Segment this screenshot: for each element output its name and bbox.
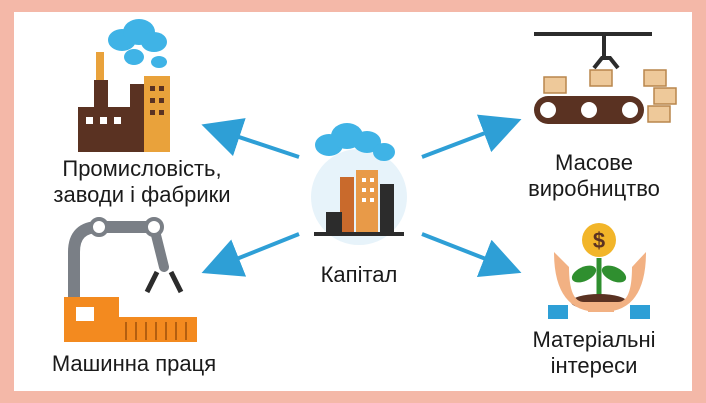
node-label-interests-line1: Матеріальні: [532, 327, 656, 352]
node-label-machine: Машинна праця: [14, 351, 254, 377]
diagram-frame: $ Промисловість, заводи і фабрики Машинн…: [14, 12, 692, 391]
conveyor-icon: [534, 32, 677, 124]
node-label-industry-line2: заводи і фабрики: [53, 182, 231, 207]
money-plant-icon: $: [548, 223, 650, 319]
node-label-interests: Матеріальні інтереси: [504, 327, 684, 379]
node-label-industry-line1: Промисловість,: [62, 156, 222, 181]
node-label-machine-line1: Машинна праця: [51, 351, 217, 376]
center-label-capital: Капітал: [320, 262, 398, 287]
node-label-mass-line1: Масове: [555, 150, 633, 175]
arrow-to-mass: [421, 114, 522, 159]
node-label-mass-line2: виробництво: [528, 176, 660, 201]
arrow-to-machine: [201, 232, 300, 277]
node-label-industry: Промисловість, заводи і фабрики: [22, 156, 262, 208]
factory-icon: [78, 19, 170, 152]
node-label-mass: Масове виробництво: [504, 150, 684, 202]
node-label-interests-line2: інтереси: [550, 353, 638, 378]
robot-arm-icon: [64, 217, 197, 342]
diagram-canvas: $: [64, 19, 677, 342]
arrow-to-interests: [421, 232, 522, 277]
svg-text:$: $: [593, 228, 605, 253]
arrow-to-industry: [201, 118, 300, 159]
capital-icon: [311, 123, 407, 245]
